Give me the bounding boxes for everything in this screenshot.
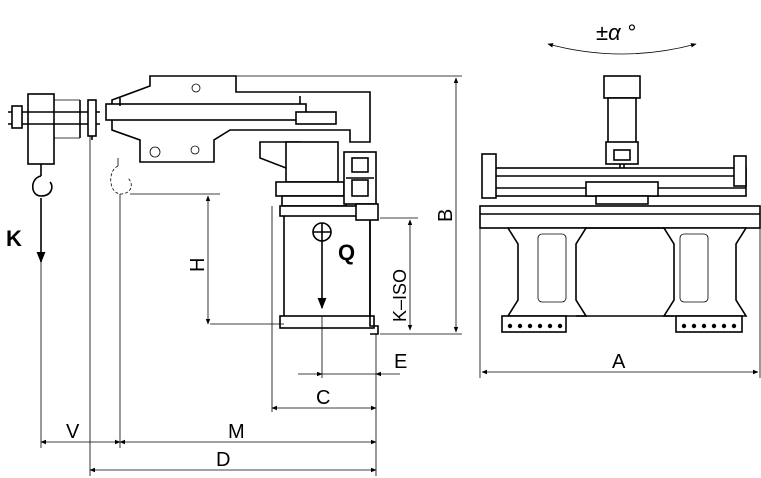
label-d: D	[216, 449, 230, 471]
base-housing	[279, 203, 379, 335]
slewing-column	[259, 141, 347, 207]
label-k: K	[6, 226, 22, 251]
label-k-iso: K–ISO	[390, 269, 410, 322]
bolt-row-left	[507, 323, 563, 329]
hoist-trolley	[8, 93, 100, 165]
front-mast	[603, 75, 641, 198]
label-q: Q	[338, 240, 355, 265]
label-a: A	[612, 351, 626, 373]
label-c: C	[316, 387, 330, 409]
hook-left	[31, 164, 53, 197]
front-crossbeam	[481, 153, 747, 205]
slew-angle-arrow	[547, 43, 697, 55]
front-base	[479, 205, 761, 333]
center-of-gravity-q	[312, 222, 332, 310]
rail-stop	[87, 99, 97, 140]
motor-gearbox	[343, 151, 377, 205]
label-m: M	[228, 421, 245, 443]
dimension-lines	[40, 75, 462, 476]
hook-ghost	[110, 158, 132, 195]
boom-arm	[105, 75, 371, 163]
label-e: E	[394, 351, 407, 373]
bolt-row-right	[681, 323, 737, 329]
label-b: B	[435, 209, 457, 222]
label-v: V	[66, 421, 80, 443]
label-alpha: ±α °	[596, 20, 636, 45]
label-h: H	[187, 258, 209, 272]
dimension-a	[479, 228, 761, 378]
